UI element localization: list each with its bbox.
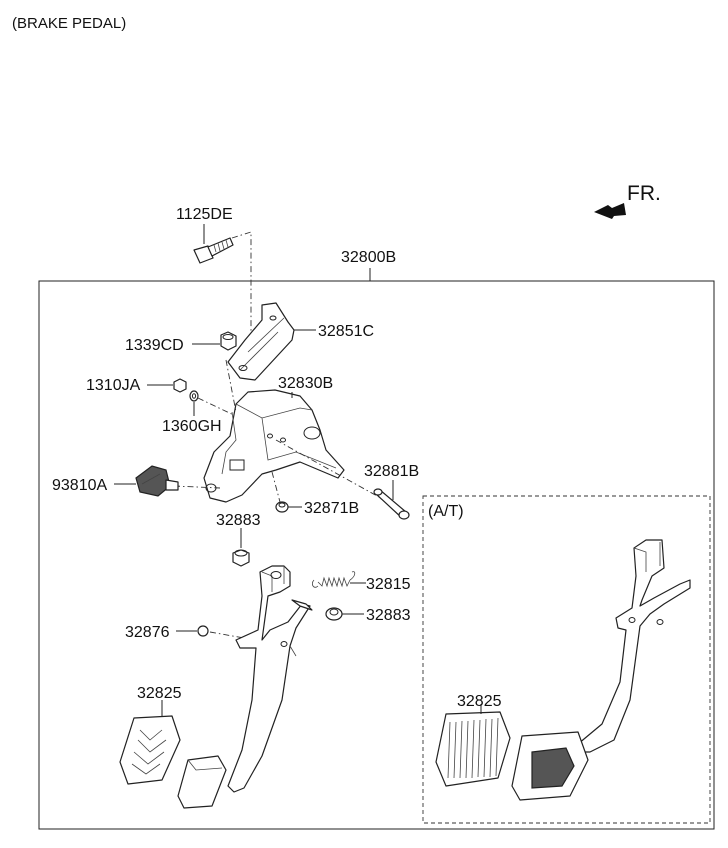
label-32851C: 32851C: [318, 323, 374, 340]
label-1125DE: 1125DE: [176, 206, 233, 223]
stopper-32883-top: [232, 549, 250, 567]
diagram-title: (BRAKE PEDAL): [12, 15, 126, 32]
label-32871B: 32871B: [304, 500, 359, 517]
stop-lamp-switch-93810A: [135, 465, 179, 497]
bushing-32876: [197, 625, 209, 637]
label-32830B: 32830B: [278, 375, 333, 392]
label-32800B: 32800B: [341, 249, 396, 266]
brake-pedal-arm: [177, 565, 313, 809]
pin-32881B: [373, 488, 410, 520]
label-32825-at: 32825: [457, 693, 502, 710]
front-direction-label: FR.: [627, 182, 661, 205]
label-32883-right: 32883: [366, 607, 411, 624]
label-1360GH: 1360GH: [162, 418, 222, 435]
label-at: (A/T): [428, 503, 464, 520]
pedal-pad-32825-at: [435, 711, 511, 787]
nut-1339CD: [220, 331, 237, 351]
bracket-32851C: [227, 302, 295, 381]
label-32815: 32815: [366, 576, 411, 593]
stopper-32883-right: [325, 607, 343, 621]
pedal-pad-32825-left: [119, 715, 181, 785]
bushing-32871B: [275, 501, 289, 513]
label-1310JA: 1310JA: [86, 377, 141, 394]
label-32883-top: 32883: [216, 512, 261, 529]
at-brake-pedal-arm: [511, 539, 691, 801]
pedal-bracket-32830B: [203, 389, 345, 503]
return-spring-32815: [311, 571, 356, 588]
assembly-frame: [38, 280, 715, 830]
nut-1310JA: [173, 378, 187, 393]
label-1339CD: 1339CD: [125, 337, 184, 354]
label-32825-left: 32825: [137, 685, 182, 702]
label-93810A: 93810A: [52, 477, 107, 494]
label-32876: 32876: [125, 624, 170, 641]
washer-1360GH: [189, 390, 199, 402]
at-variant-box: [422, 495, 711, 824]
bolt-1125DE: [193, 237, 234, 264]
front-direction-arrow-icon: [594, 203, 626, 219]
label-32881B: 32881B: [364, 463, 419, 480]
